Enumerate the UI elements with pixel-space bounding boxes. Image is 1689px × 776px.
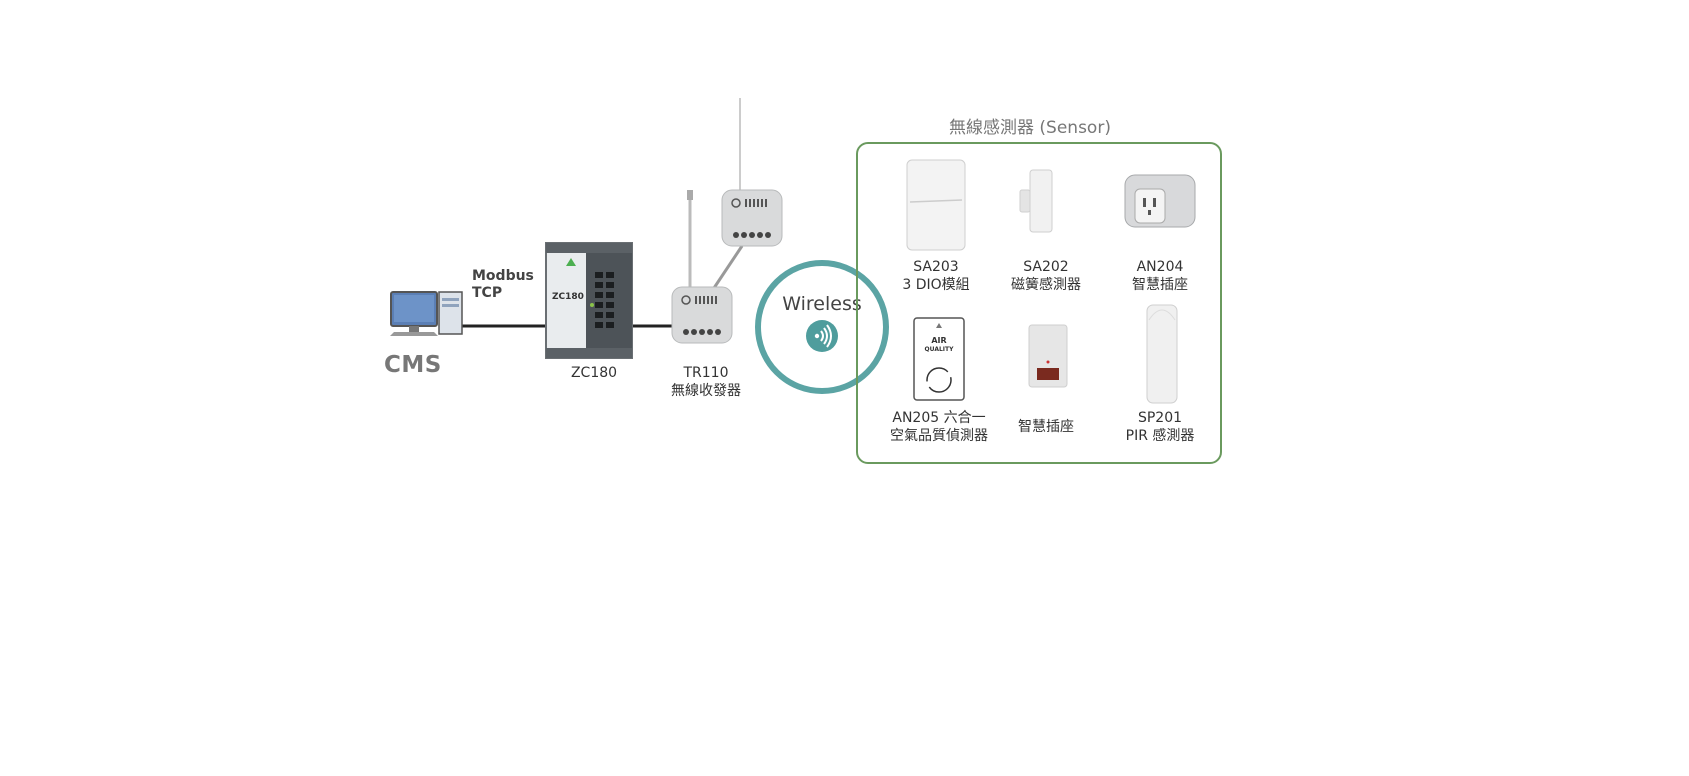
zc180-label: ZC180 — [570, 365, 618, 381]
cms-label: CMS — [384, 352, 442, 378]
sensor-panel — [856, 142, 1222, 464]
tr110-label: TR110 無線收發器 — [661, 364, 751, 400]
tr110-module-upper — [721, 98, 783, 247]
air-quality-badge: AIR QUALITY — [924, 336, 954, 354]
sensor-model: AN205 六合一 — [892, 410, 986, 426]
sensor-label-sa202: SA202 磁簧感測器 — [996, 258, 1096, 294]
an205-device — [913, 317, 965, 401]
sensor-label-sa203: SA203 3 DIO模組 — [886, 258, 986, 294]
air-quality-line2: QUALITY — [924, 346, 954, 353]
tr110-module-lower — [671, 190, 733, 344]
sensor-desc: 智慧插座 — [1132, 277, 1188, 293]
sensor-desc: 空氣品質偵測器 — [890, 428, 988, 444]
air-quality-line1: AIR — [931, 336, 947, 345]
sensor-model: 智慧插座 — [1018, 419, 1074, 435]
sensor-label-smart-plug: 智慧插座 — [996, 418, 1096, 436]
sensor-model: SA202 — [1023, 259, 1069, 275]
sensor-label-sp201: SP201 PIR 感測器 — [1110, 409, 1210, 445]
zc180-panel-text: ZC180 — [552, 292, 584, 302]
sensor-label-an204: AN204 智慧插座 — [1110, 258, 1210, 294]
sensor-group-title: 無線感測器 (Sensor) — [949, 118, 1111, 138]
sa202-device — [1019, 169, 1053, 233]
tr110-desc: 無線收發器 — [671, 383, 741, 399]
tr110-model: TR110 — [683, 365, 729, 381]
smart-plug-device — [1028, 324, 1068, 388]
sensor-desc: 3 DIO模組 — [902, 277, 970, 293]
sa203-device — [906, 159, 966, 251]
sensor-desc: 磁簧感測器 — [1011, 277, 1081, 293]
wireless-label: Wireless — [782, 293, 862, 315]
an204-device — [1124, 174, 1196, 228]
module-link — [712, 245, 744, 289]
protocol-line1: Modbus — [472, 268, 534, 284]
zc180-device — [545, 242, 633, 359]
sensor-label-an205: AN205 六合一 空氣品質偵測器 — [874, 409, 1004, 445]
wireless-signal-icon — [806, 320, 838, 352]
sp201-device — [1146, 304, 1178, 404]
sensor-model: AN204 — [1136, 259, 1184, 275]
modbus-tcp-label: Modbus TCP — [472, 268, 534, 302]
sensor-model: SA203 — [913, 259, 959, 275]
sensor-desc: PIR 感測器 — [1125, 428, 1195, 444]
protocol-line2: TCP — [472, 285, 503, 301]
sensor-model: SP201 — [1137, 410, 1183, 426]
computer-icon — [390, 291, 463, 336]
